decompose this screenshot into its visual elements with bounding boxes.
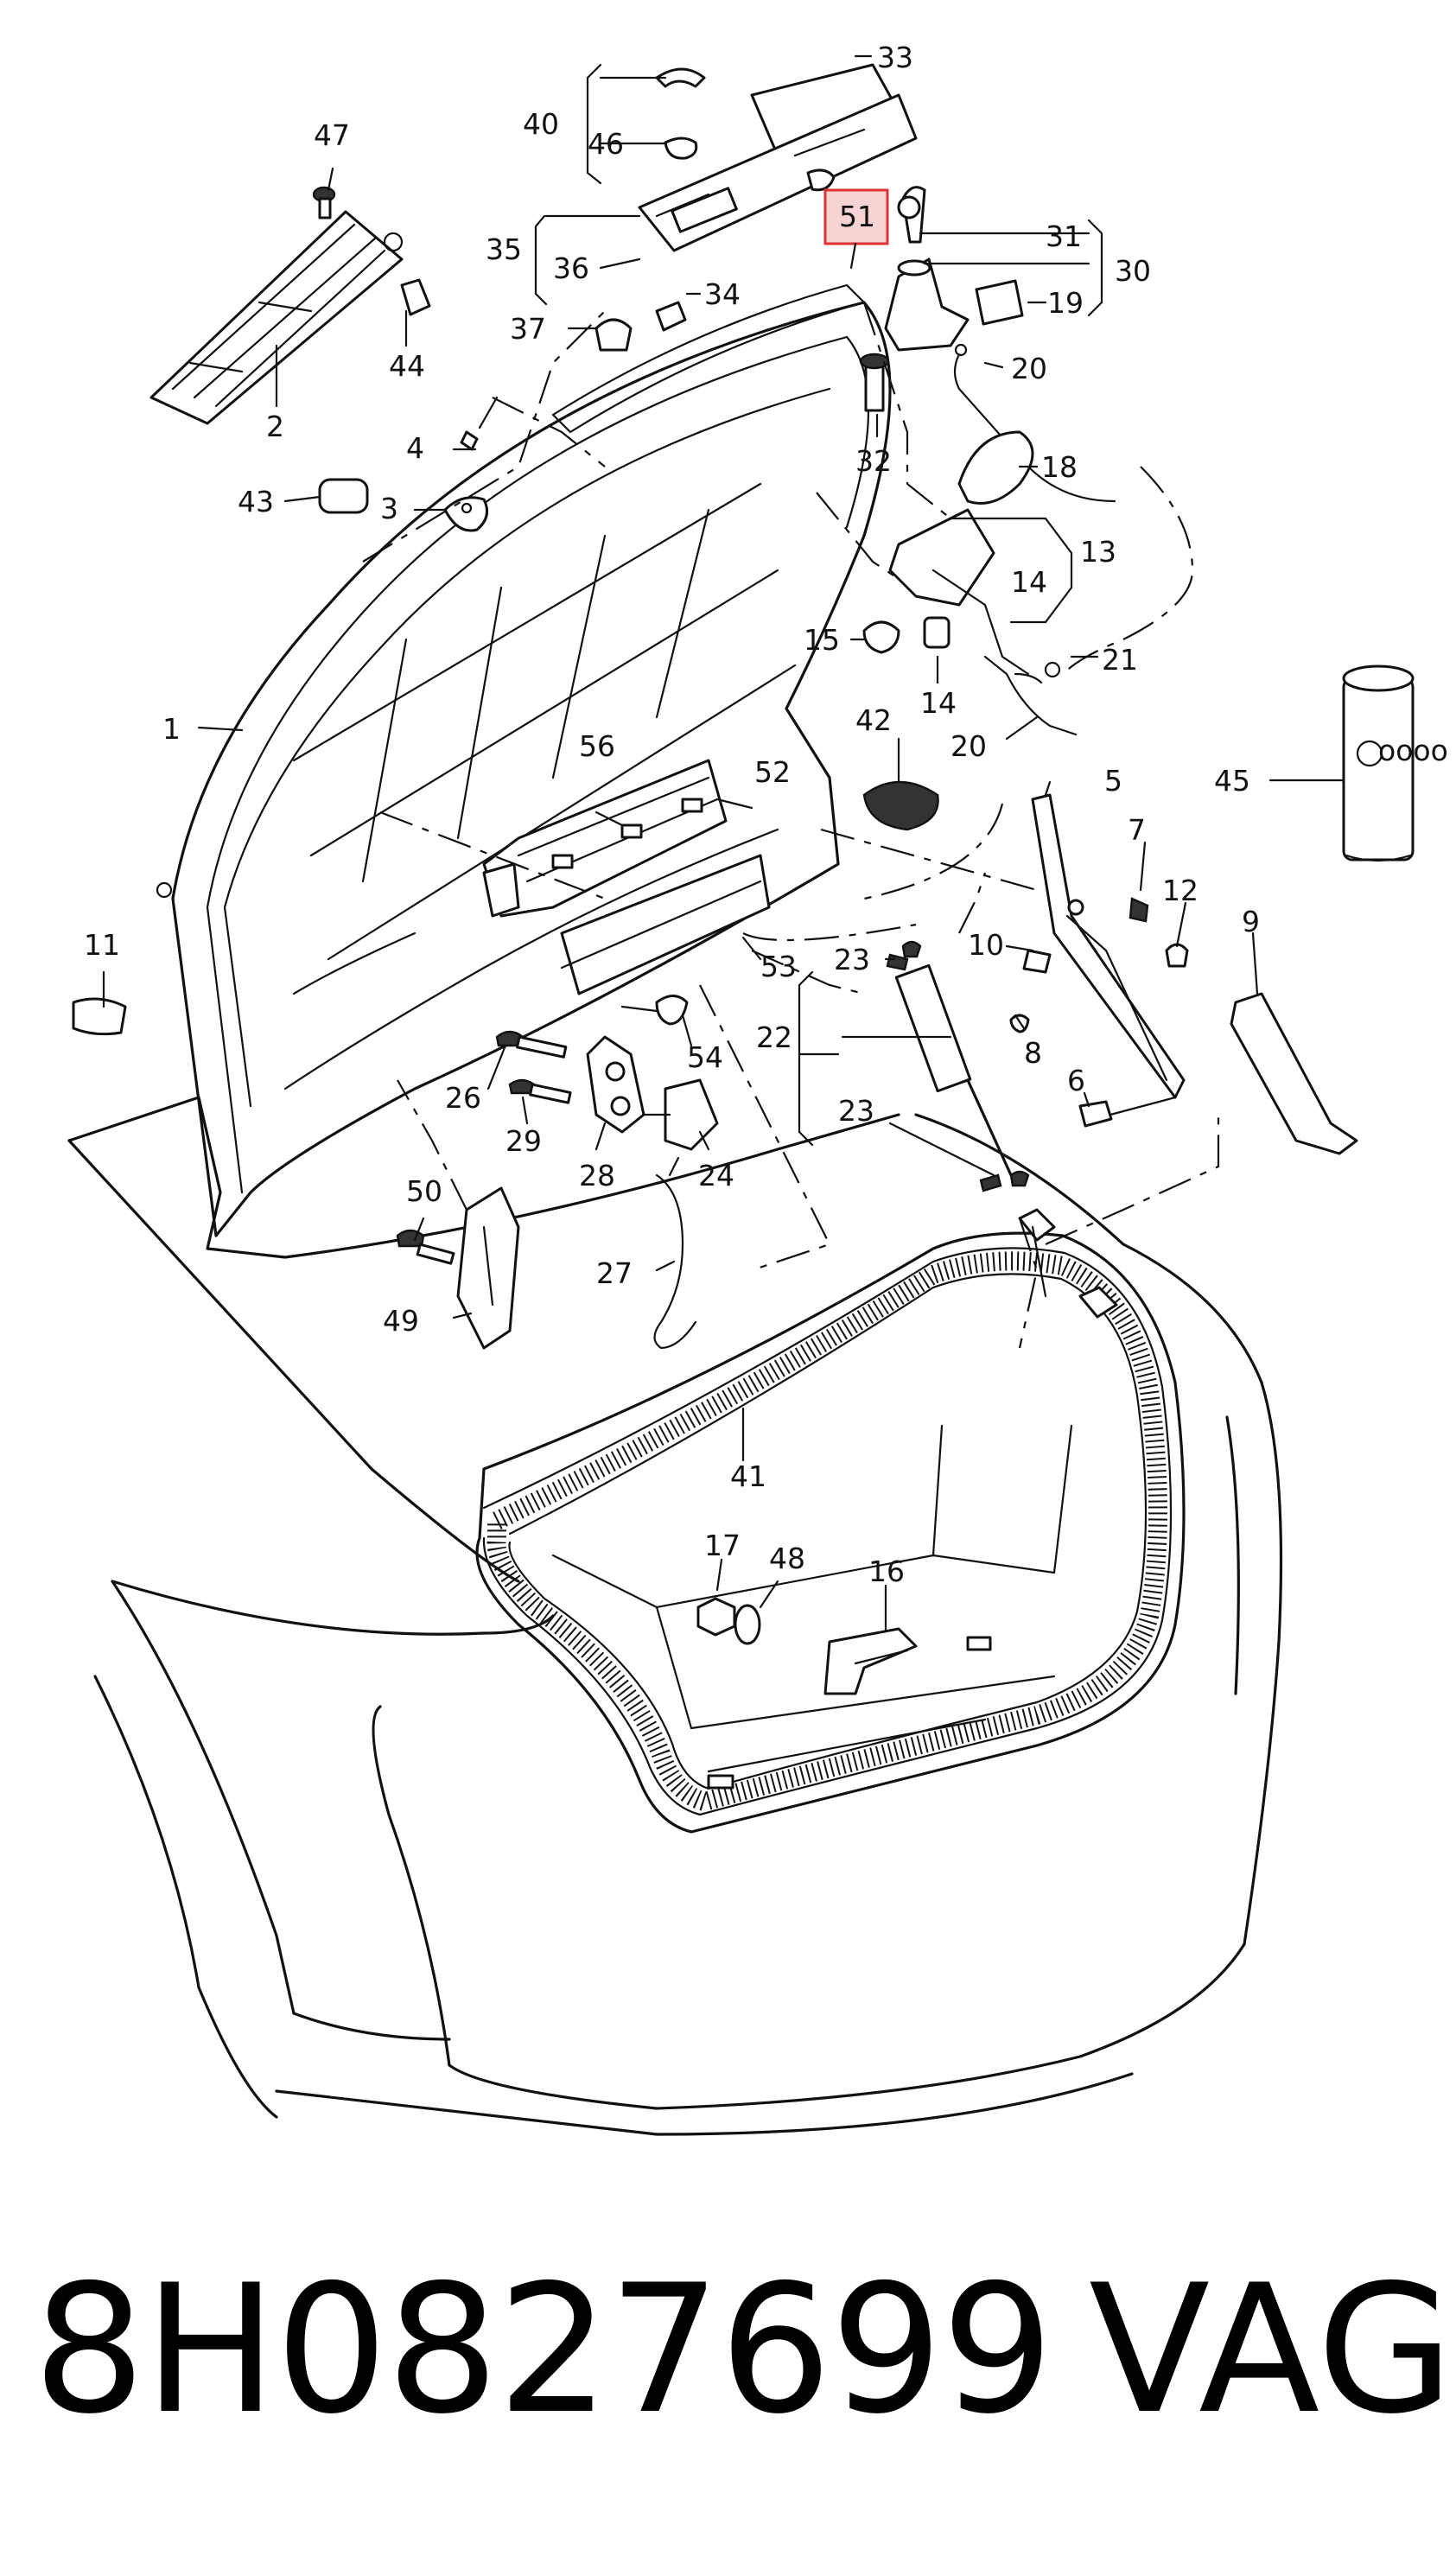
callout-leaders [102,54,1345,1644]
callout-36: 36 [553,251,589,285]
callout-27: 27 [596,1256,633,1290]
callout-50: 50 [406,1174,442,1208]
callout-4: 4 [406,431,424,465]
callout-41: 41 [730,1459,766,1493]
svg-text:oooo: oooo [1378,734,1448,767]
bracket-49 [396,1186,520,1350]
callout-47: 47 [314,118,350,152]
callout-12: 12 [1162,874,1198,907]
callout-17: 17 [704,1529,741,1562]
callout-20a: 20 [1011,352,1047,385]
callout-54: 54 [687,1040,723,1074]
gas-strut-22 [894,940,1030,1187]
clip-44 [400,278,431,316]
screw-34 [655,301,687,332]
callout-23b: 23 [838,1094,874,1128]
callout-numbers: 1 2 3 4 5 6 7 8 9 10 11 12 13 14 14 15 1… [84,41,1260,1588]
callout-45: 45 [1214,764,1250,798]
callout-16: 16 [868,1555,905,1588]
lock-cylinder-30 [859,186,1116,503]
callout-52: 52 [754,755,791,789]
callout-15: 15 [804,623,840,657]
callout-26: 26 [445,1081,481,1115]
pin-4 [460,430,479,451]
trim-9 [1230,992,1358,1155]
callout-35: 35 [486,232,522,266]
callout-14a: 14 [1011,565,1047,599]
pad-43 [318,478,369,514]
callout-34: 34 [704,277,741,311]
callout-32: 32 [855,444,892,478]
callout-44: 44 [389,349,425,383]
mount-plate-52 [482,759,771,995]
leader-lines [362,302,1220,1349]
callout-30: 30 [1115,254,1151,288]
latch-13 [862,430,1078,736]
grommet-37 [594,318,633,352]
callout-22: 22 [756,1020,792,1054]
screw-54 [655,995,689,1026]
callout-10: 10 [968,928,1004,962]
callout-2: 2 [266,410,284,443]
trunk-floor-parts [696,1597,918,1695]
bumper-42 [862,780,939,831]
callout-37: 37 [510,312,546,346]
aerosol-can-45: oooo [1342,664,1448,862]
screw-47 [312,186,336,219]
callout-19: 19 [1047,286,1084,320]
hinge-28 [495,1030,719,1350]
callout-31: 31 [1046,219,1082,253]
callout-40: 40 [523,107,559,141]
brand-name: VAG [1089,2248,1454,2453]
callout-46: 46 [588,127,624,161]
part-2-panel [149,210,404,425]
callout-24: 24 [698,1159,734,1192]
callout-8: 8 [1024,1036,1042,1070]
callout-49: 49 [383,1304,419,1338]
callout-51: 51 [839,200,875,233]
callout-7: 7 [1128,813,1146,847]
callout-48: 48 [769,1542,805,1575]
callout-23a: 23 [834,943,870,976]
callout-18: 18 [1041,450,1078,484]
callout-3: 3 [380,492,398,525]
callout-53: 53 [760,950,797,983]
callout-5: 5 [1104,764,1122,798]
callout-56: 56 [579,729,615,763]
trunk-lid [156,283,892,1237]
handle-assembly [638,63,918,252]
bracket-3 [443,496,489,532]
callout-9: 9 [1242,905,1260,938]
callout-13: 13 [1080,535,1116,569]
callout-42: 42 [855,703,892,737]
callout-6: 6 [1067,1064,1085,1097]
callout-28: 28 [579,1159,615,1192]
callout-43: 43 [238,485,274,518]
callout-29: 29 [505,1124,542,1158]
car-body [67,1096,1283,2136]
callout-1: 1 [162,712,181,746]
plug-11 [72,997,127,1036]
callout-20b: 20 [951,729,987,763]
callout-11: 11 [84,928,120,962]
callout-33: 33 [877,41,913,74]
callout-14b: 14 [920,686,957,720]
arm-5 [1009,793,1189,1128]
part-number: 8H0827699 [33,2248,1054,2453]
callout-21: 21 [1102,643,1138,677]
